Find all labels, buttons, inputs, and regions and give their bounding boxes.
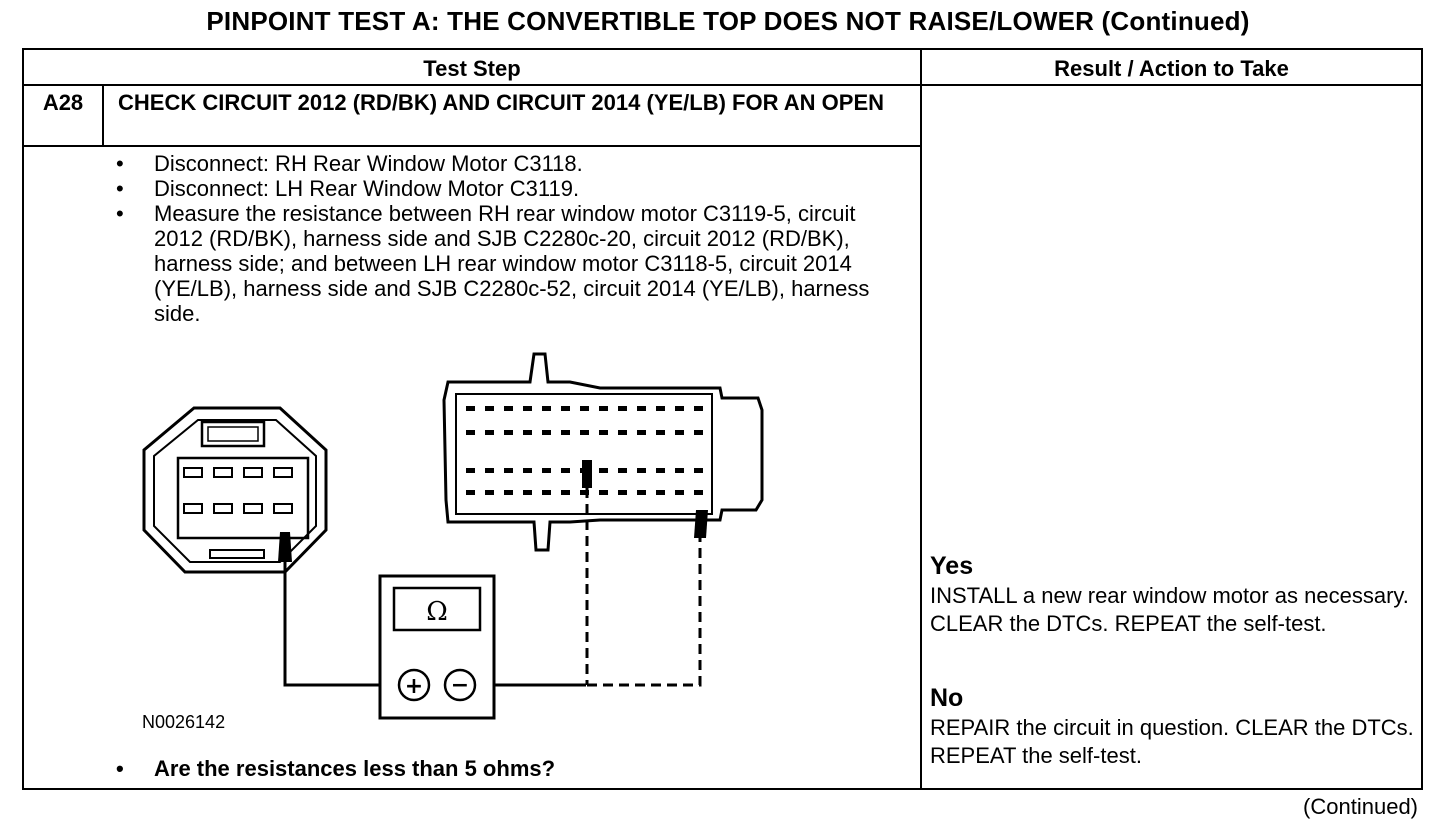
motor-connector-latch	[200, 420, 266, 448]
header-divider	[22, 84, 1423, 86]
table-border-left	[22, 48, 24, 790]
motor-terminal	[213, 467, 233, 478]
result-no-text: REPAIR the circuit in question. CLEAR th…	[930, 715, 1414, 768]
step-id: A28	[42, 90, 84, 115]
header-test-step: Test Step	[423, 56, 521, 81]
motor-terminal	[213, 503, 233, 514]
table-border-top	[22, 48, 1423, 50]
sjb-connector-outline	[442, 352, 764, 552]
step-question: Are the resistances less than 5 ohms?	[116, 756, 555, 782]
minus-label: −	[451, 673, 469, 698]
jumper-lead-2	[587, 538, 702, 687]
probe-sjb-20	[582, 460, 592, 488]
motor-terminal	[183, 467, 203, 478]
continued-note: (Continued)	[1303, 794, 1418, 819]
instruction-item: Disconnect: LH Rear Window Motor C3119.	[116, 176, 906, 201]
motor-terminal	[273, 503, 293, 514]
plus-label: +	[405, 674, 423, 699]
motor-terminal	[243, 503, 263, 514]
step-instructions: Disconnect: RH Rear Window Motor C3118. …	[116, 151, 906, 326]
step-id-divider	[102, 84, 104, 146]
step-title: CHECK CIRCUIT 2012 (RD/BK) AND CIRCUIT 2…	[118, 90, 885, 115]
positive-lead	[283, 562, 414, 687]
negative-terminal	[443, 668, 477, 702]
probe-motor	[278, 532, 292, 562]
motor-terminal	[273, 467, 293, 478]
page-title: PINPOINT TEST A: THE CONVERTIBLE TOP DOE…	[206, 6, 1250, 36]
motor-terminal	[183, 503, 203, 514]
wiring-diagram: Ω + −	[142, 352, 764, 720]
motor-key	[209, 549, 265, 559]
result-no-label: No	[930, 684, 964, 712]
probe-sjb-52	[694, 510, 708, 538]
positive-terminal	[397, 668, 431, 702]
instruction-item: Measure the resistance between RH rear w…	[116, 201, 906, 326]
motor-terminal-housing	[176, 456, 310, 540]
ohm-symbol: Ω	[426, 597, 448, 627]
motor-terminal	[243, 467, 263, 478]
step-title-divider	[22, 145, 922, 147]
motor-connector-outline	[142, 406, 328, 574]
table-border-right	[1421, 48, 1423, 790]
result-yes-text: INSTALL a new rear window motor as neces…	[930, 583, 1409, 636]
result-yes-label: Yes	[930, 552, 974, 580]
instruction-item: Disconnect: RH Rear Window Motor C3118.	[116, 151, 906, 176]
column-divider	[920, 48, 922, 790]
table-border-bottom	[22, 788, 1423, 790]
figure-code: N0026142	[142, 712, 226, 732]
header-result: Result / Action to Take	[1054, 56, 1289, 81]
multimeter-display	[392, 586, 482, 632]
